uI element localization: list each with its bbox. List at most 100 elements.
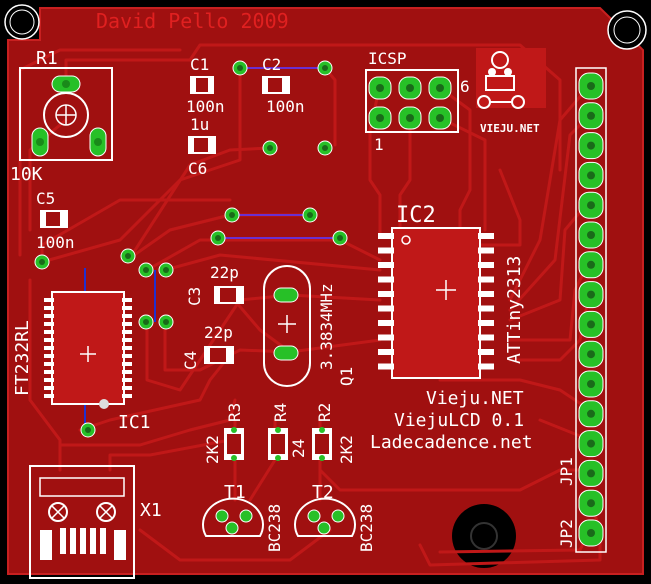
r1-label: R1 — [36, 48, 58, 69]
c5-value: 100n — [36, 233, 75, 252]
icsp-pad-hole — [436, 84, 444, 92]
c1-capacitor: C1 100n — [186, 55, 225, 116]
icsp-pad-hole — [376, 84, 384, 92]
header-pin-hole — [587, 141, 595, 150]
ic2-pin — [478, 349, 494, 355]
jp-header: JP1 JP2 — [557, 67, 607, 553]
ic2-pin — [478, 320, 494, 326]
ic1-ft232rl: FT232RL IC1 — [12, 291, 151, 433]
header-pin-hole — [587, 260, 595, 269]
ic2-pin — [478, 291, 494, 297]
traces — [18, 43, 602, 567]
via-hole — [237, 65, 243, 71]
header-pin-hole — [587, 529, 595, 537]
c2-capacitor: C2 100n — [262, 55, 305, 116]
icsp-label: ICSP — [368, 49, 407, 68]
ic2-pin — [378, 363, 394, 370]
via-hole — [85, 427, 91, 433]
x1-usb-connector: X1 — [29, 465, 162, 579]
transistor-pad — [215, 509, 229, 523]
r3-label: R3 — [225, 403, 244, 422]
ic2-pin — [378, 247, 394, 254]
via-hole — [143, 319, 149, 325]
via-hole — [163, 267, 169, 273]
c6-capacitor: 1u C6 — [188, 115, 216, 178]
via-hole — [143, 267, 149, 273]
ic2-pin — [478, 262, 494, 268]
resistor-pad — [231, 427, 237, 433]
transistor-pad — [307, 509, 321, 523]
resistor-pad — [231, 455, 237, 461]
r4-resistor: R4 24 — [268, 403, 308, 460]
via-hole — [307, 212, 313, 218]
transistor-pad — [331, 509, 345, 523]
header-pin-hole — [587, 469, 595, 478]
via-hole — [267, 145, 273, 151]
ic2-pin — [478, 363, 494, 370]
c1-label: C1 — [190, 55, 209, 74]
icsp-pad-hole — [436, 114, 444, 122]
via-hole — [229, 212, 235, 218]
r2-label: R2 — [315, 403, 334, 422]
ic2-pin — [478, 247, 494, 254]
r3-resistor: R3 2K2 — [203, 403, 244, 464]
r2-value: 2K2 — [337, 435, 356, 464]
header-pin-hole — [587, 320, 595, 329]
c5-label: C5 — [36, 189, 55, 208]
c2-value: 100n — [266, 97, 305, 116]
logo-text: VIEJU.NET — [480, 122, 540, 135]
transistor-pad — [225, 521, 239, 535]
icsp-header: ICSP 6 1 — [365, 49, 470, 154]
header-pin-hole — [587, 290, 595, 299]
ic2-pin — [478, 276, 494, 283]
mounting-hole-top-left — [4, 4, 40, 40]
ic2-pin — [378, 291, 394, 297]
pads-layer — [34, 60, 604, 547]
via-hole — [322, 65, 328, 71]
ic2-pin — [378, 334, 394, 341]
via-hole — [337, 235, 343, 241]
resistor-pad — [319, 427, 325, 433]
c6-label: C6 — [188, 159, 207, 178]
via-hole — [322, 145, 328, 151]
t1-transistor: T1 BC238 — [202, 482, 284, 552]
c4-label: C4 — [181, 351, 200, 370]
resistor-pad — [275, 427, 281, 433]
info-line-2: ViejuLCD 0.1 — [394, 410, 524, 431]
ic2-label: IC2 — [396, 203, 436, 228]
ic2-pin — [478, 334, 494, 341]
via-hole — [163, 319, 169, 325]
q1-label: Q1 — [337, 367, 356, 386]
c3-label: C3 — [185, 287, 204, 306]
r2-resistor: R2 2K2 — [312, 403, 356, 464]
c3-value: 22p — [210, 263, 239, 282]
icsp-pin6-label: 6 — [460, 77, 470, 96]
t1-type-label: BC238 — [265, 504, 284, 552]
ic2-pin — [378, 233, 394, 239]
t2-type-label: BC238 — [357, 504, 376, 552]
jp2-label: JP2 — [557, 519, 576, 548]
header-pin-hole — [587, 499, 595, 508]
icsp-pad-hole — [376, 114, 384, 122]
header-pin-hole — [587, 439, 595, 448]
ic2-pin — [478, 233, 494, 239]
header-pin-hole — [587, 171, 595, 180]
ic1-label: IC1 — [118, 412, 151, 433]
via-hole — [39, 259, 45, 265]
c4-value: 22p — [204, 323, 233, 342]
crystal-freq-label: 3.3834MHz — [317, 283, 336, 370]
header-pin-hole — [587, 82, 595, 90]
c4-capacitor: 22p C4 — [181, 323, 234, 370]
r3-value: 2K2 — [203, 435, 222, 464]
header-pin-hole — [587, 350, 595, 359]
c1-value: 100n — [186, 97, 225, 116]
ft232-label: FT232RL — [12, 320, 33, 396]
icsp-pad-hole — [406, 84, 414, 92]
resistor-pad — [275, 455, 281, 461]
c3-capacitor: 22p C3 — [185, 263, 244, 306]
ic2-pin — [378, 305, 394, 312]
t1-label: T1 — [224, 482, 246, 503]
ic2-pin — [478, 305, 494, 312]
r4-value: 24 — [289, 439, 308, 458]
c2-label: C2 — [262, 55, 281, 74]
